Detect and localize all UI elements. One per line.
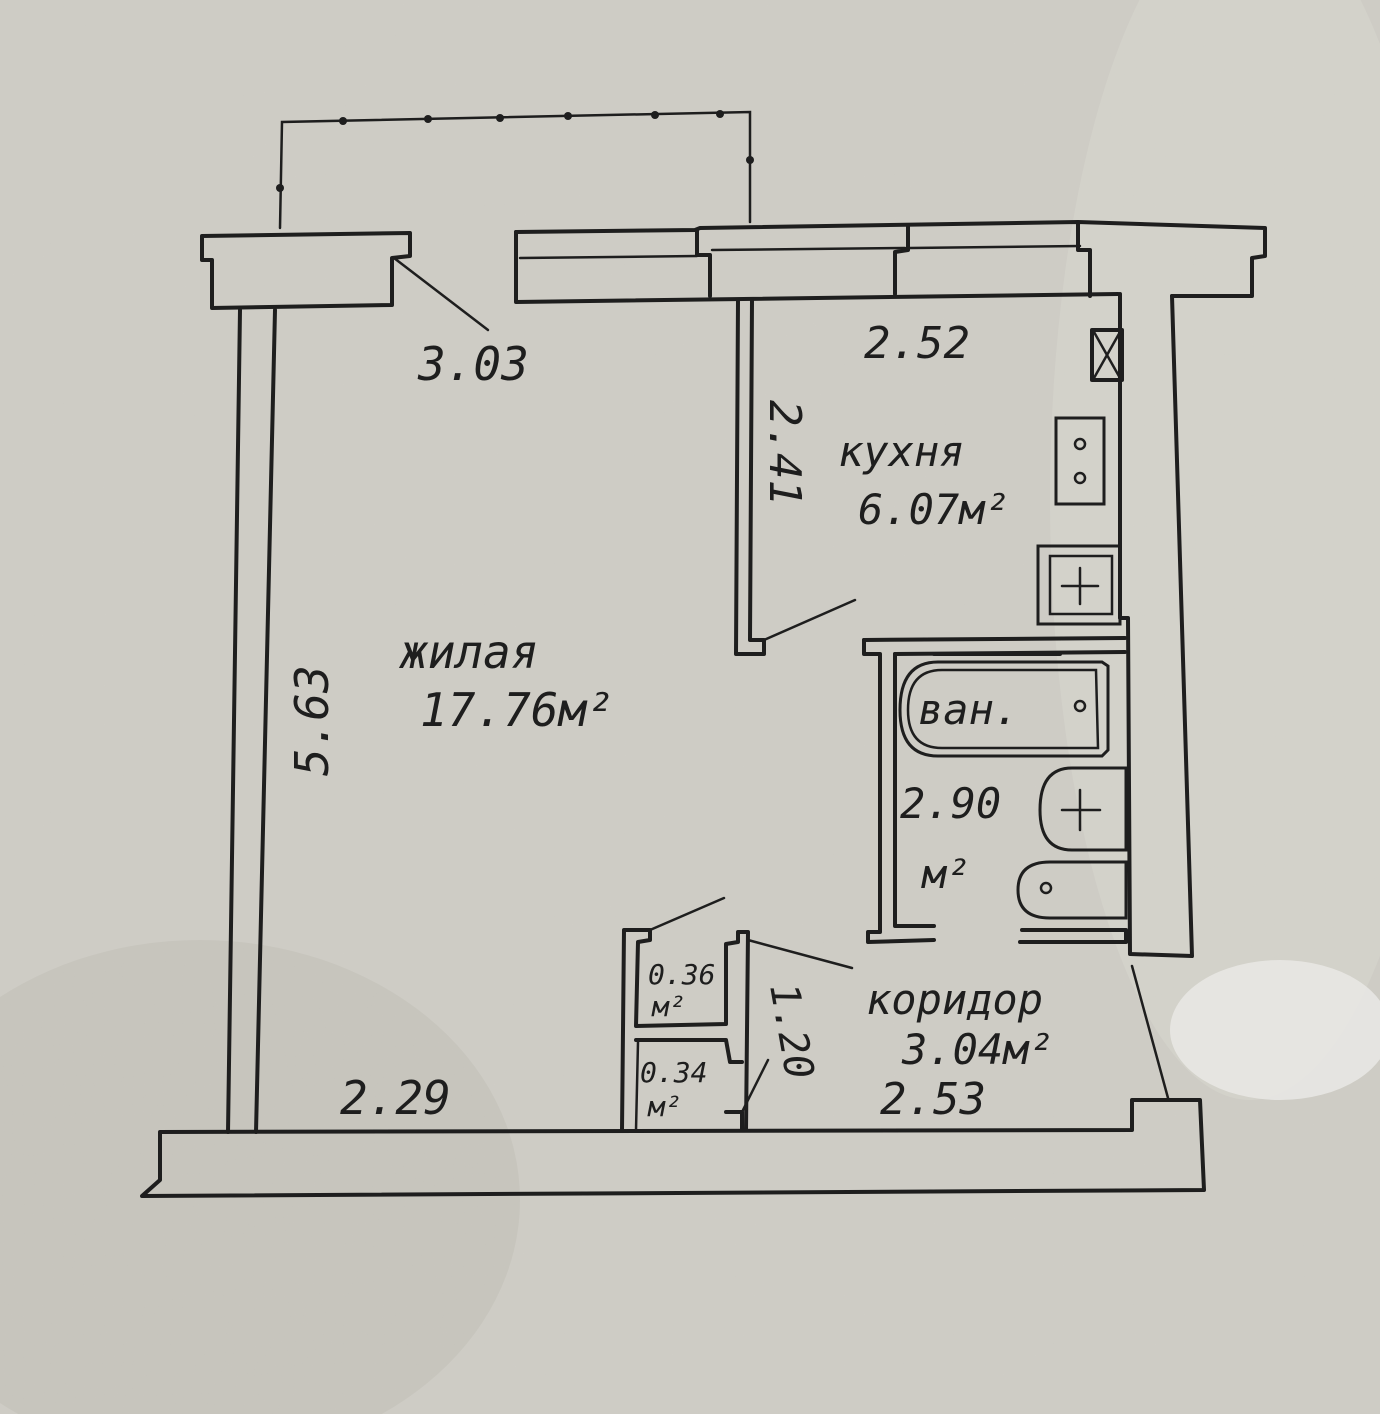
- closet-2-unit: м²: [647, 1090, 682, 1123]
- dim-living-bottom: 2.29: [340, 1071, 451, 1125]
- dim-corridor-bottom: 2.53: [880, 1074, 986, 1125]
- kitchen-partition: [734, 298, 857, 656]
- kitchen-name: кухня: [838, 427, 964, 476]
- stove-icon: [1054, 416, 1106, 506]
- closet-2-area: 0.34: [640, 1056, 707, 1089]
- balcony: [276, 110, 754, 230]
- bathroom-walls: [862, 636, 1132, 944]
- entrance-door: [1130, 964, 1170, 1100]
- dim-kitchen-left: 2.41: [759, 400, 810, 506]
- closets: [620, 896, 854, 1132]
- top-wall: [200, 220, 1267, 310]
- left-wall: [226, 256, 490, 1134]
- closet-1-unit: м²: [651, 990, 686, 1023]
- closet-1-area: 0.36: [648, 958, 715, 991]
- dim-kitchen-top: 2.52: [864, 318, 970, 369]
- kitchen-area: 6.07м²: [858, 485, 1010, 534]
- kitchen-sink-icon: [1036, 544, 1122, 626]
- bath-area-unit: м²: [921, 852, 970, 898]
- washbasin-icon: [1038, 766, 1128, 852]
- corridor-name: коридор: [866, 975, 1043, 1024]
- bathtub-icon: [898, 660, 1110, 758]
- bath-area: 2.90: [900, 779, 1001, 828]
- bath-name: ван.: [918, 685, 1019, 734]
- corridor-area: 3.04м²: [901, 1025, 1054, 1074]
- living-room-name: жилая: [398, 625, 538, 679]
- dim-living-top: 3.03: [417, 337, 529, 391]
- bottom-wall: [140, 1098, 1206, 1198]
- dim-living-left: 5.63: [285, 665, 339, 776]
- toilet-icon: [1016, 860, 1128, 920]
- living-room-area: 17.76м²: [420, 683, 614, 737]
